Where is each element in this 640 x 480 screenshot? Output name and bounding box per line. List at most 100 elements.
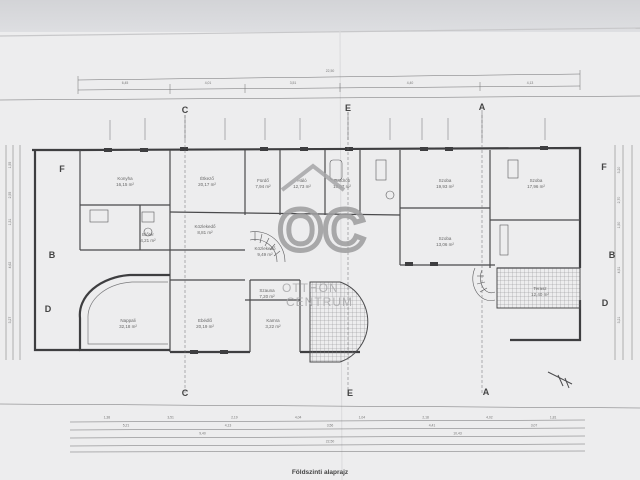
room-area: 20,19 m²	[196, 324, 214, 329]
room-area: 8,81 m²	[197, 230, 213, 235]
side-dimension-lines	[5, 145, 633, 360]
dimension-label: 4,04	[295, 416, 302, 420]
wall-piers	[104, 146, 548, 354]
dimension-label: 22,50	[326, 69, 335, 73]
watermark-line2: CENTRUM	[286, 295, 353, 309]
room-area: 20,17 m²	[198, 182, 216, 187]
room-name: Előtér	[142, 232, 154, 237]
dimension-label: 1,31	[8, 219, 12, 226]
room-area: 32,18 m²	[119, 324, 137, 329]
section-letter: A	[479, 102, 486, 112]
room-name: Ebédlő	[198, 318, 213, 323]
dimension-label: 3,56	[327, 424, 334, 428]
section-letter-group: A A B B C C D D E E F F	[45, 102, 616, 398]
staircase	[249, 231, 286, 263]
room-name: Szoba	[439, 178, 452, 183]
section-lines	[184, 112, 483, 395]
dimension-label: 3,51	[167, 416, 174, 420]
room-name: Szoba	[439, 236, 452, 241]
dimension-label: 9,40	[199, 432, 206, 436]
house-icon	[280, 163, 346, 192]
paper-fold	[339, 29, 343, 480]
room-area: 7,94 m²	[255, 184, 271, 189]
dimension-label: 1,38	[104, 416, 111, 420]
terrace-hatch	[309, 281, 369, 363]
room-area: 13,06 m²	[436, 242, 454, 247]
dimension-label-group: 22,50 6,45 4,01 3,51 4,40 4,13 1,38 3,51 2,19 4,0…	[8, 69, 621, 444]
paper-sheet	[0, 32, 640, 480]
dimension-label: 3,51	[290, 81, 297, 85]
dimension-label: 4,41	[429, 424, 436, 428]
dimension-label: 3,07	[531, 424, 538, 428]
dimension-label: 3,21	[617, 317, 621, 324]
room-name: Nappali	[120, 318, 135, 323]
dimension-label: 2,18	[422, 416, 429, 420]
room-name: Háló	[297, 178, 307, 183]
room-name: Konyha	[117, 176, 133, 181]
room-name: Terasz	[533, 286, 547, 291]
room-area: 3,22 m²	[265, 324, 281, 329]
section-letter: A	[483, 387, 490, 397]
outer-walls	[32, 146, 582, 354]
section-letter: D	[45, 304, 52, 314]
dimension-label: 1,81	[550, 416, 557, 420]
dimension-label: 4,13	[225, 424, 232, 428]
section-letter: E	[345, 103, 351, 113]
dimension-label: 4,40	[407, 81, 414, 85]
room-name: Fürdő	[257, 178, 269, 183]
room-area: 12,73 m²	[293, 184, 311, 189]
dimension-label: 1,50	[617, 222, 621, 229]
north-arrow-icon	[547, 371, 573, 389]
balcony-hatch	[496, 267, 581, 309]
section-letter: E	[347, 388, 353, 398]
dimension-label: 4,13	[527, 81, 534, 85]
section-letter: B	[609, 250, 616, 260]
room-name: Szoba	[530, 178, 543, 183]
dimension-label: 1,04	[359, 416, 366, 420]
room-name: Közlekedő	[194, 224, 216, 229]
room-area: 7,20 m²	[259, 294, 275, 299]
dimension-label: 4,01	[205, 81, 212, 85]
top-dimension-lines	[0, 70, 640, 101]
room-area: 19,93 m²	[436, 184, 454, 189]
room-name: Gardrób	[334, 178, 351, 183]
room-area: 4,21 m²	[140, 238, 156, 243]
watermark: OC OTTHON CENTRUM	[276, 163, 368, 309]
dimension-label: 3,27	[8, 317, 12, 324]
room-area: 12,40 m²	[531, 292, 549, 297]
dimension-label: 22,50	[326, 440, 335, 444]
spiral-stair	[472, 267, 496, 301]
dimension-label: 2,70	[617, 197, 621, 204]
section-letter: C	[182, 388, 189, 398]
paper-edge	[0, 27, 640, 37]
room-name: Kamra	[266, 318, 280, 323]
room-area: 9,49 m²	[257, 252, 273, 257]
dimension-label: 6,45	[122, 81, 129, 85]
bottom-dimension-lines	[0, 403, 640, 453]
room-name: Közlekedő	[254, 246, 276, 251]
room-name: Szauna	[259, 288, 275, 293]
dimension-label: 10,43	[453, 432, 462, 436]
section-letter: C	[182, 105, 189, 115]
room-name: Étkező	[200, 175, 214, 181]
watermark-logo: OC	[278, 198, 365, 263]
dimension-label: 4,51	[617, 267, 621, 274]
dimension-label: 2,19	[231, 416, 238, 420]
fixtures	[89, 159, 519, 256]
inner-walls	[79, 150, 580, 352]
dimension-label: 3,20	[617, 167, 621, 174]
room-area: 16,15 m²	[116, 182, 134, 187]
room-area: 17,96 m²	[527, 184, 545, 189]
dimension-label: 2,55	[8, 192, 12, 199]
section-letter: F	[601, 162, 607, 172]
dimension-label: 4,02	[486, 416, 493, 420]
dimension-label: 1,55	[8, 162, 12, 169]
dimension-label: 5,21	[123, 424, 130, 428]
section-letter: B	[49, 250, 56, 260]
watermark-line1: OTTHON	[282, 281, 339, 295]
section-letter: F	[59, 164, 65, 174]
section-letter: D	[602, 298, 609, 308]
sheet-title: Földszinti alaprajz	[292, 469, 349, 476]
